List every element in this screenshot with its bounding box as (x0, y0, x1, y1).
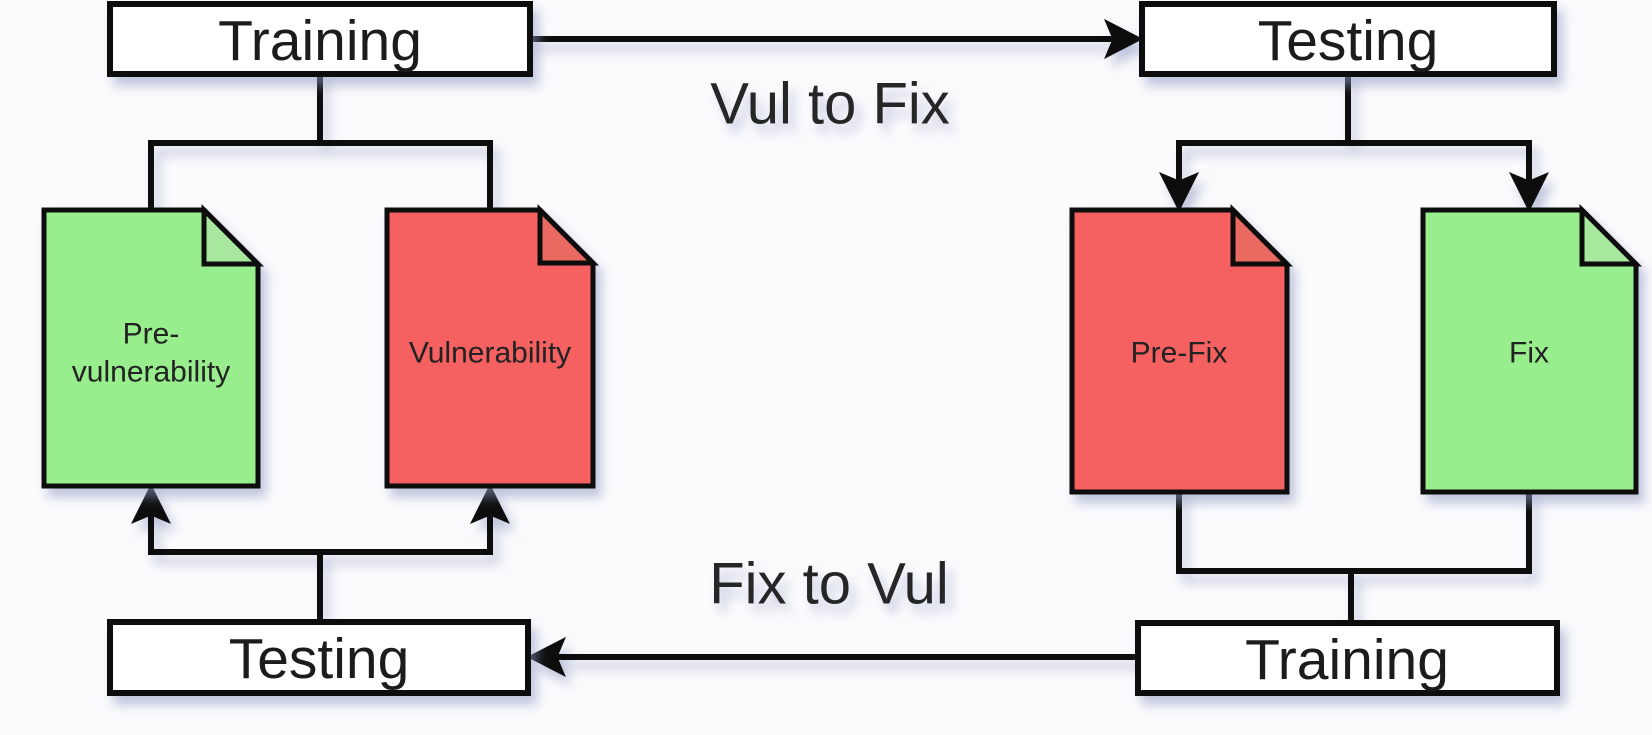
training-top-label: Training (218, 9, 422, 73)
arrowhead-up-prevuln-icon (130, 483, 172, 524)
training-bottom-box (1135, 620, 1560, 696)
doc-fix: Fix (1420, 203, 1643, 495)
testing-bottom-label: Testing (229, 627, 410, 691)
node-training-top: Training (107, 1, 533, 77)
doc-pre-vulnerability: Pre- vulnerability (41, 203, 265, 489)
node-testing-bottom: Testing (107, 619, 531, 696)
arrow-vul-to-fix-label-group: Vul to Fix (710, 72, 950, 137)
vul-to-fix-label: Vul to Fix (710, 72, 950, 137)
arrow-vul-to-fix (527, 18, 1144, 60)
pre-vulnerability-fold-icon (201, 203, 265, 267)
fix-to-vul-label: Fix to Vul (709, 552, 949, 617)
vulnerability-label: Vulnerability (409, 337, 571, 370)
doc-vulnerability: Vulnerability (384, 203, 600, 489)
connector-docs-to-training-bottom (1176, 489, 1532, 626)
node-training-bottom: Training (1135, 620, 1560, 696)
doc-pre-fix: Pre-Fix (1069, 203, 1294, 495)
arrowhead-right-icon (1104, 18, 1144, 60)
training-bottom-label: Training (1245, 628, 1449, 692)
training-top-box (107, 1, 533, 77)
pre-fix-document-icon (1069, 207, 1290, 495)
pre-vulnerability-label-line1: Pre- (123, 318, 180, 351)
connector-training-top-to-docs (148, 71, 493, 213)
testing-bottom-box (107, 619, 531, 696)
vulnerability-document-icon (384, 207, 596, 489)
fix-document-icon (1420, 207, 1639, 495)
pre-fix-label: Pre-Fix (1131, 337, 1228, 370)
pre-vulnerability-label-line2: vulnerability (72, 356, 230, 389)
fix-fold-icon (1579, 203, 1643, 267)
connector-testing-top-to-docs (1158, 71, 1550, 213)
connector-testing-bottom-to-docs (130, 483, 511, 625)
arrowhead-up-vuln-icon (469, 483, 511, 524)
arrowhead-down-prefix-icon (1158, 172, 1200, 213)
pre-fix-fold-icon (1230, 203, 1294, 267)
node-testing-top: Testing (1139, 1, 1557, 77)
testing-top-label: Testing (1258, 9, 1439, 73)
arrow-fix-to-vul-label-group: Fix to Vul (709, 552, 949, 617)
pre-vulnerability-document-icon (41, 207, 261, 489)
testing-top-box (1139, 1, 1557, 77)
arrow-fix-to-vul (526, 636, 1141, 678)
arrowhead-down-fix-icon (1508, 172, 1550, 213)
arrowhead-left-icon (526, 636, 566, 678)
fix-label: Fix (1509, 337, 1549, 370)
vulnerability-fold-icon (537, 203, 600, 266)
